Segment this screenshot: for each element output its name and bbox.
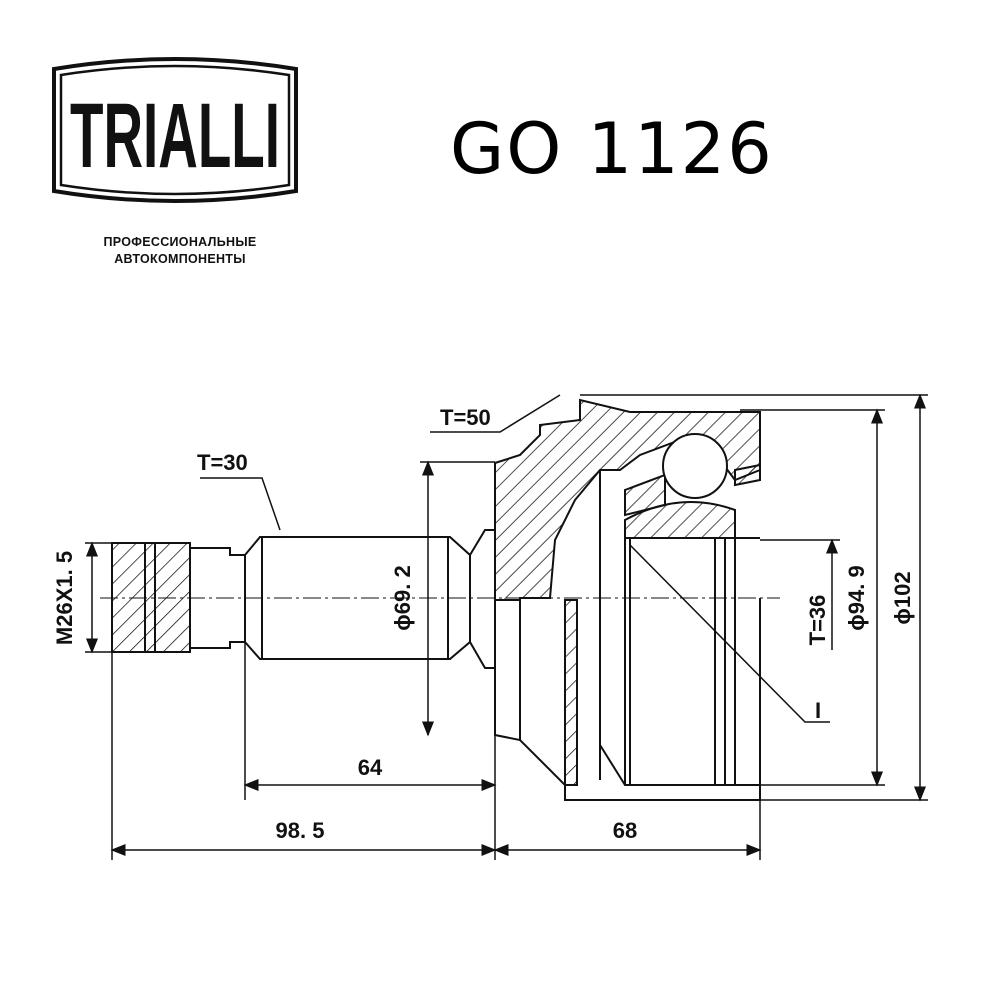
dim-outer-diameter: ϕ102 bbox=[890, 571, 915, 624]
dim-inner-diameter: ϕ94. 9 bbox=[844, 565, 869, 630]
dim-98-5: 98. 5 bbox=[276, 818, 325, 843]
dim-thread: M26X1. 5 bbox=[52, 551, 77, 645]
dim-t50: T=50 bbox=[440, 405, 491, 430]
tagline-line1: ПРОФЕССИОНАЛЬНЫЕ bbox=[103, 235, 257, 249]
dim-t30: T=30 bbox=[197, 450, 248, 475]
inner-race-section bbox=[624, 501, 736, 539]
abs-ring bbox=[564, 599, 578, 786]
ball bbox=[662, 433, 728, 499]
thread-section bbox=[111, 542, 191, 653]
logo-text: TRIALLI bbox=[70, 85, 280, 187]
trialli-logo: TRIALLI bbox=[52, 57, 298, 203]
dim-t36: T=36 bbox=[805, 595, 830, 646]
dim-64: 64 bbox=[358, 755, 383, 780]
dim-68: 68 bbox=[613, 818, 637, 843]
part-number: GO 1126 bbox=[450, 108, 774, 190]
tagline-line2: АВТОКОМПОНЕНТЫ bbox=[114, 252, 246, 266]
dim-ring-marker: I bbox=[815, 698, 821, 723]
dim-shaft-diameter: ϕ69. 2 bbox=[390, 565, 415, 630]
